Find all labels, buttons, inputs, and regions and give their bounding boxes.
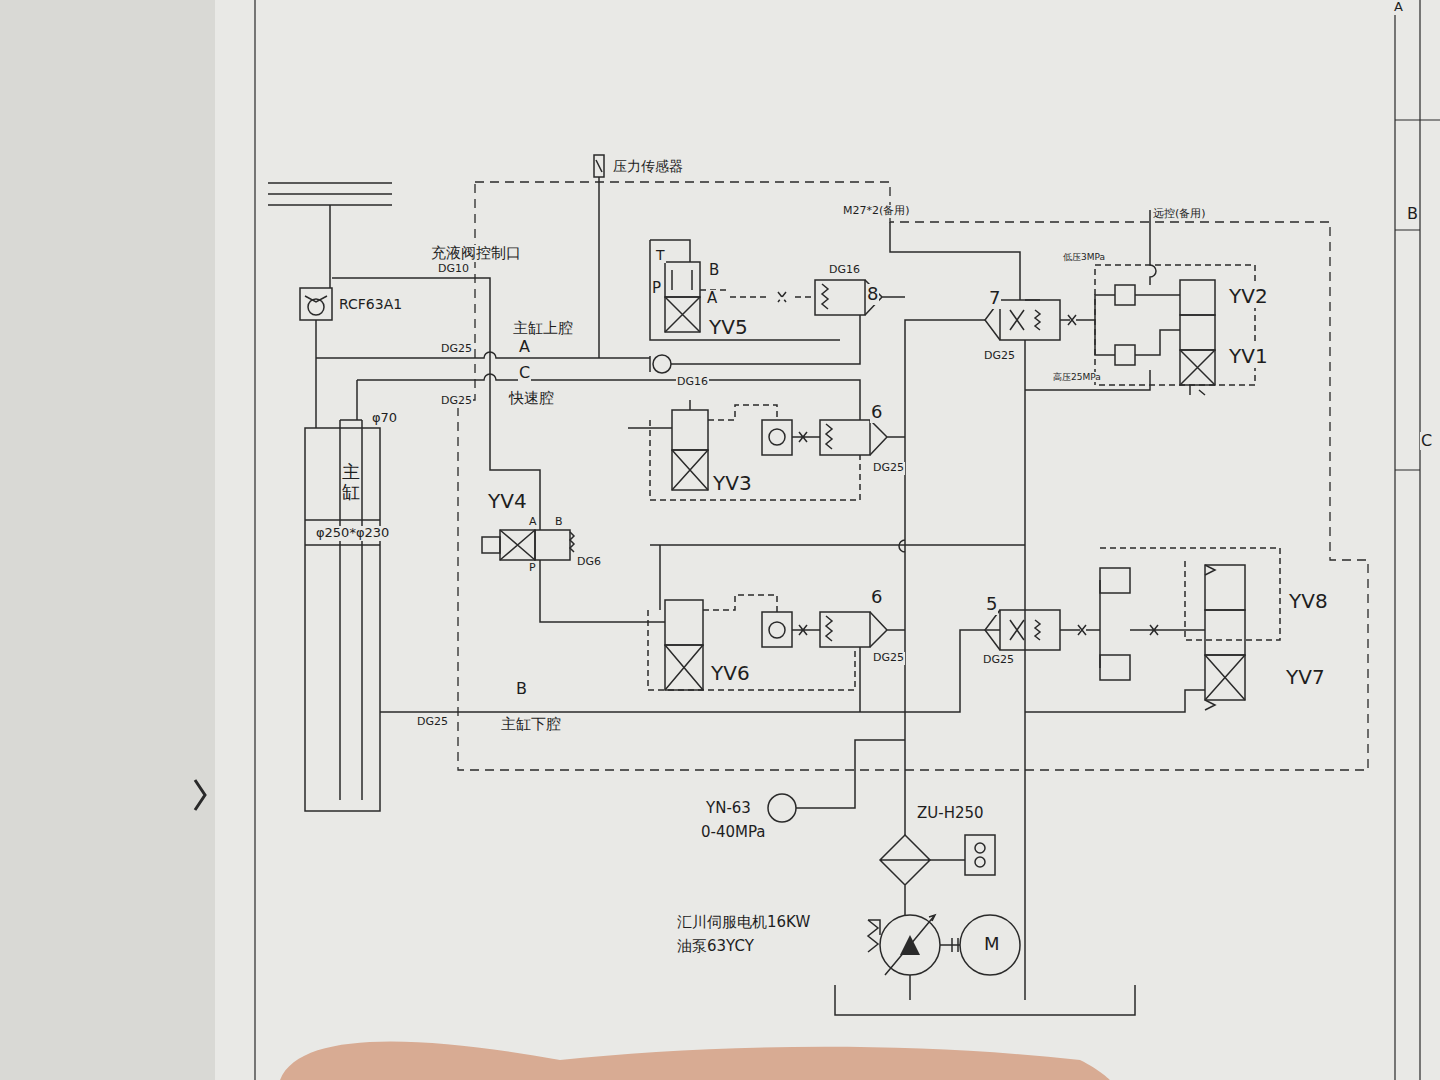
component-label: φ70 [371, 411, 398, 426]
sheet-zone-letter: C [1420, 432, 1433, 450]
component-label: P [528, 562, 537, 575]
component-label: 0-40MPa [700, 824, 767, 841]
component-label: YN-63 [705, 800, 752, 817]
component-label: DG25 [982, 654, 1015, 667]
component-label: RCF63A1 [338, 296, 403, 312]
component-label: 主缸下腔 [500, 716, 562, 733]
callout-number: 5 [985, 594, 998, 615]
component-label: φ250*φ230 [315, 526, 390, 541]
component-label: 快速腔 [508, 390, 555, 407]
component-label: 充液阀控制口 [430, 245, 522, 262]
component-label: DG25 [983, 350, 1016, 363]
callout-number: 6 [870, 402, 883, 423]
component-label: DG25 [416, 716, 449, 729]
component-label: B [515, 680, 528, 698]
component-label: 主缸上腔 [512, 320, 574, 337]
component-label: B [554, 516, 564, 529]
callout-number: 6 [870, 587, 883, 608]
callout-number: YV7 [1285, 666, 1326, 689]
callout-number: YV5 [708, 316, 749, 339]
callout-number: 8 [866, 284, 879, 305]
component-label: DG25 [872, 462, 905, 475]
component-label: DG25 [872, 652, 905, 665]
component-label: A [518, 338, 531, 356]
component-label: A [528, 516, 538, 529]
component-label: 低压3MPa [1062, 252, 1106, 262]
sheet-zone-letter: A [1393, 0, 1404, 15]
port-label: 远控(备用) [1152, 208, 1207, 221]
port-label: M27*2(备用) [842, 205, 911, 218]
paper-sheet [215, 0, 1440, 1080]
component-label: DG6 [576, 556, 602, 569]
component-label: DG10 [437, 263, 470, 276]
component-label: T [655, 247, 666, 263]
component-label: C [518, 364, 531, 382]
callout-number: YV1 [1228, 345, 1269, 368]
component-label: A [706, 290, 718, 307]
sensor-label: 压力传感器 [612, 158, 684, 174]
component-label: P [651, 280, 662, 297]
callout-number: YV6 [710, 662, 751, 685]
callout-number: YV8 [1288, 590, 1329, 613]
callout-number: YV2 [1228, 285, 1269, 308]
component-label: 汇川伺服电机16KW [676, 914, 811, 931]
component-label: B [708, 262, 720, 279]
callout-number: M [983, 934, 1001, 955]
component-label: 高压25MPa [1052, 372, 1102, 382]
cylinder-label: 主缸 [342, 462, 360, 502]
component-label: DG16 [828, 264, 861, 277]
component-label: DG25 [440, 395, 473, 408]
callout-number: 7 [988, 288, 1001, 309]
node-text: 主缸 [342, 462, 360, 502]
component-label: ZU-H250 [916, 805, 985, 822]
callout-number: YV4 [487, 490, 528, 513]
component-label: 油泵63YCY [676, 938, 755, 955]
callout-number: YV3 [712, 472, 753, 495]
component-label: DG16 [676, 376, 709, 389]
component-label: DG25 [440, 343, 473, 356]
sheet-zone-letter: B [1406, 205, 1419, 223]
